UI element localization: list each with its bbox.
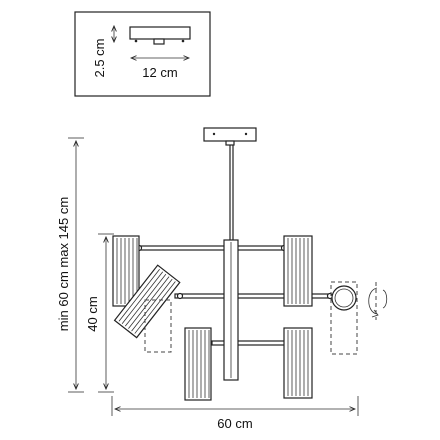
chandelier [112,127,388,401]
shade-upper-right [283,235,313,307]
width-dimension: 60 cm [111,396,359,431]
inset-frame [74,11,211,97]
arm-upper [138,245,285,251]
canopy-inset: 2.5 cm 12 cm [74,11,211,97]
canopy-profile [129,26,191,45]
arm-lower [211,340,288,346]
canopy-width-label: 12 cm [142,65,177,80]
overall-height-dimension: min 60 cm max 145 cm [56,137,84,393]
shade-lower-left [184,327,212,401]
rotation-arrow-icon [368,282,388,320]
ceiling-canopy [203,127,257,142]
width-label: 60 cm [217,416,252,431]
shade-lower-right [283,327,313,399]
body-height-dimension: 40 cm [85,233,114,393]
body-height-label: 40 cm [85,296,100,331]
shade-alt-position-left [144,299,172,353]
shade-right-end-view [330,281,358,355]
overall-height-label: min 60 cm max 145 cm [56,197,71,331]
canopy-height-label: 2.5 cm [92,38,107,77]
